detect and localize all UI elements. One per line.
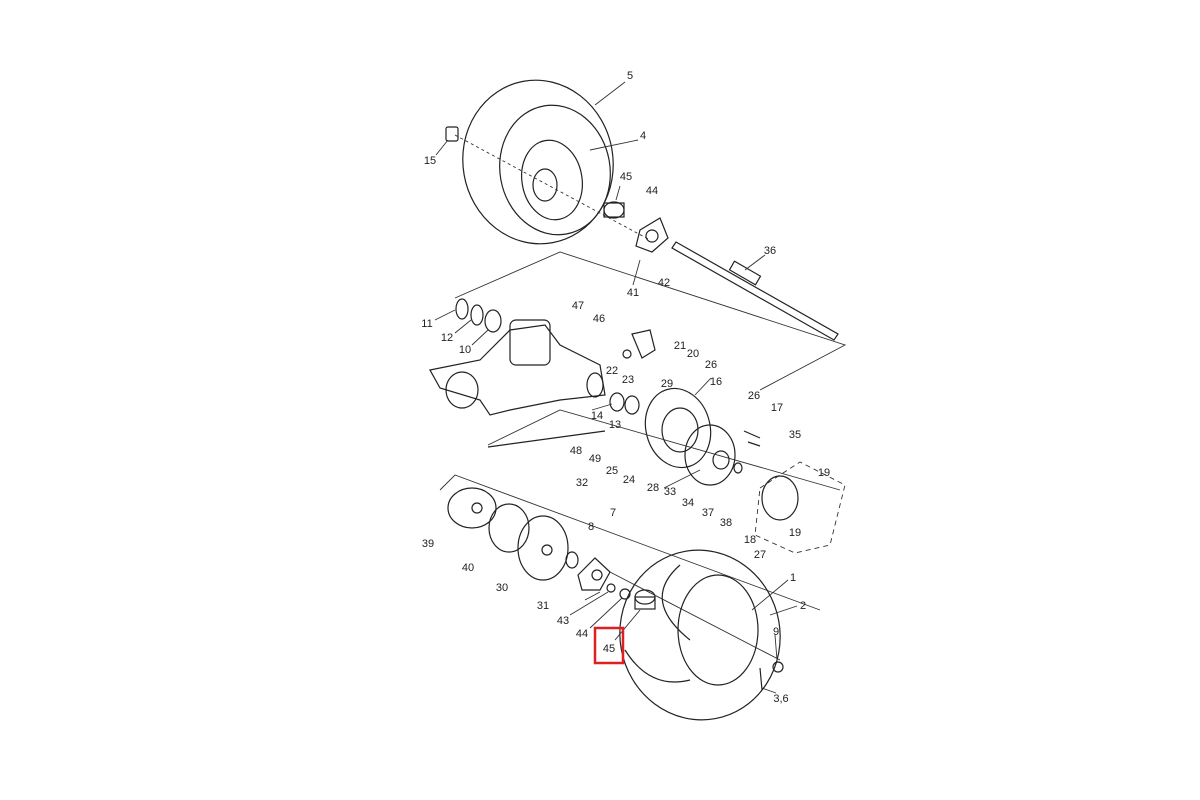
bearing-31 <box>565 551 579 569</box>
hub-7 <box>577 557 611 591</box>
drum-39 <box>447 487 497 529</box>
label-33[interactable]: 33 <box>664 486 676 498</box>
hub-41 <box>635 217 669 253</box>
label-35[interactable]: 35 <box>789 429 801 441</box>
label-32[interactable]: 32 <box>576 477 588 489</box>
label-39[interactable]: 39 <box>422 538 434 550</box>
label-44-top[interactable]: 44 <box>646 185 658 197</box>
label-21[interactable]: 21 <box>674 340 686 352</box>
housing-30 <box>517 515 569 581</box>
axis-line-lower <box>609 571 781 661</box>
bolt-35 <box>747 441 761 447</box>
label-48[interactable]: 48 <box>570 445 582 457</box>
lower-tire <box>619 549 781 721</box>
rear-arm <box>429 319 606 416</box>
label-47[interactable]: 47 <box>572 300 584 312</box>
label-13[interactable]: 13 <box>609 419 621 431</box>
label-45-highlighted[interactable]: 45 <box>603 643 615 655</box>
o-ring-33 <box>684 424 736 486</box>
label-14[interactable]: 14 <box>591 410 603 422</box>
label-34[interactable]: 34 <box>682 497 694 509</box>
nut-15 <box>445 126 459 142</box>
seal-40 <box>488 503 530 553</box>
label-30[interactable]: 30 <box>496 582 508 594</box>
label-22[interactable]: 22 <box>606 365 618 377</box>
rear-axle-36 <box>671 241 839 341</box>
label-43[interactable]: 43 <box>557 615 569 627</box>
label-11[interactable]: 11 <box>421 318 432 330</box>
collar-45 <box>634 589 656 610</box>
label-10[interactable]: 10 <box>459 344 471 356</box>
axis-line <box>454 134 651 241</box>
label-44[interactable]: 44 <box>576 628 588 640</box>
collar-43 <box>606 583 616 593</box>
label-41[interactable]: 41 <box>627 287 639 299</box>
collar-45-top <box>603 201 625 219</box>
label-2[interactable]: 2 <box>800 600 806 612</box>
label-18[interactable]: 18 <box>744 534 756 546</box>
seals <box>455 298 502 333</box>
label-15[interactable]: 15 <box>424 155 436 167</box>
label-46[interactable]: 46 <box>593 313 605 325</box>
brake-shoe-group <box>754 461 846 554</box>
label-16[interactable]: 16 <box>710 376 722 388</box>
label-42[interactable]: 42 <box>658 277 670 289</box>
label-26b[interactable]: 26 <box>748 390 760 402</box>
group-outline-arm <box>454 251 847 391</box>
label-12[interactable]: 12 <box>441 332 453 344</box>
label-17[interactable]: 17 <box>771 402 783 414</box>
brake-shoe <box>761 475 799 521</box>
label-31[interactable]: 31 <box>537 600 549 612</box>
label-23[interactable]: 23 <box>622 374 634 386</box>
label-38[interactable]: 38 <box>720 517 732 529</box>
group-outline-mid <box>487 409 841 491</box>
nut-44 <box>619 588 631 600</box>
label-20[interactable]: 20 <box>687 348 699 360</box>
label-36[interactable]: 36 <box>764 245 776 257</box>
label-19[interactable]: 19 <box>818 467 830 479</box>
washer-37 <box>733 462 743 474</box>
label-45-top[interactable]: 45 <box>620 171 632 183</box>
label-19b[interactable]: 19 <box>789 527 801 539</box>
bearings-14-13 <box>609 392 640 415</box>
highlight-box <box>593 626 625 665</box>
label-9[interactable]: 9 <box>773 626 779 638</box>
label-7[interactable]: 7 <box>610 507 616 519</box>
label-28[interactable]: 28 <box>647 482 659 494</box>
part-labels: 5 4 15 45 44 36 42 41 11 12 10 47 46 21 … <box>421 70 830 705</box>
plate-34 <box>712 450 730 470</box>
brake-lever <box>622 329 656 359</box>
label-8[interactable]: 8 <box>588 521 594 533</box>
leader-lines <box>434 81 798 694</box>
label-25[interactable]: 25 <box>606 465 618 477</box>
label-1[interactable]: 1 <box>790 572 796 584</box>
upper-tire <box>462 79 614 245</box>
valve-3-6 <box>759 667 763 691</box>
bolt-17 <box>743 430 761 439</box>
nut-9 <box>772 661 784 673</box>
label-29[interactable]: 29 <box>661 378 673 390</box>
label-3-6[interactable]: 3,6 <box>773 693 788 705</box>
group-outline-lower <box>439 474 821 611</box>
label-4[interactable]: 4 <box>640 130 646 142</box>
label-27[interactable]: 27 <box>754 549 766 561</box>
pin-48 <box>487 430 606 448</box>
label-40[interactable]: 40 <box>462 562 474 574</box>
label-24[interactable]: 24 <box>623 474 635 486</box>
label-49[interactable]: 49 <box>589 453 601 465</box>
label-26[interactable]: 26 <box>705 359 717 371</box>
label-37[interactable]: 37 <box>702 507 714 519</box>
label-5[interactable]: 5 <box>627 70 633 82</box>
brake-plate-16 <box>644 387 712 469</box>
